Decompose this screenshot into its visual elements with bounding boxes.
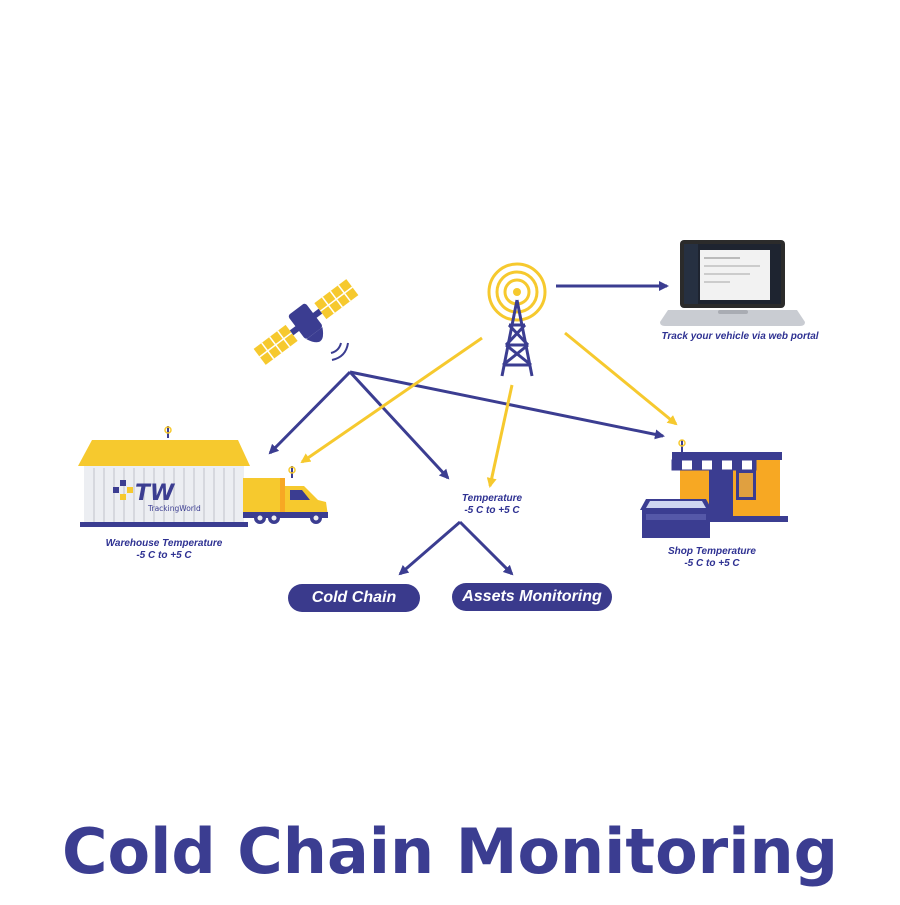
shop-caption: Shop Temperature -5 C to +5 C: [642, 546, 782, 570]
signal-waves: [330, 342, 349, 361]
assets-monitoring-pill: Assets Monitoring: [452, 583, 612, 611]
logo-letters: TW: [135, 481, 176, 506]
logo-brand-text: TrackingWorld: [147, 504, 201, 513]
warehouse-label: Warehouse Temperature: [105, 538, 223, 549]
cold-chain-pill: Cold Chain: [288, 584, 420, 612]
temperature-label: Temperature: [461, 493, 523, 504]
laptop-icon: [660, 240, 805, 326]
page-title: Cold Chain Monitoring: [61, 815, 839, 888]
shop-range: -5 C to +5 C: [684, 558, 740, 569]
warehouse-caption: Warehouse Temperature -5 C to +5 C: [84, 538, 244, 562]
satellite-icon: [253, 279, 359, 365]
temperature-range: -5 C to +5 C: [464, 505, 520, 516]
freezer-icon: [640, 499, 712, 538]
truck-icon: [243, 466, 328, 524]
shop-label: Shop Temperature: [668, 546, 756, 557]
connector-arrows: [268, 281, 678, 576]
laptop-caption: Track your vehicle via web portal: [661, 331, 819, 342]
cell-tower-icon: [487, 262, 547, 377]
shop-awning: [671, 459, 757, 471]
warehouse-range: -5 C to +5 C: [136, 550, 192, 561]
temperature-caption: Temperature -5 C to +5 C: [432, 493, 552, 517]
warehouse-icon: TW TrackingWorld: [78, 426, 250, 527]
trackingworld-logo: TW TrackingWorld: [113, 480, 201, 513]
